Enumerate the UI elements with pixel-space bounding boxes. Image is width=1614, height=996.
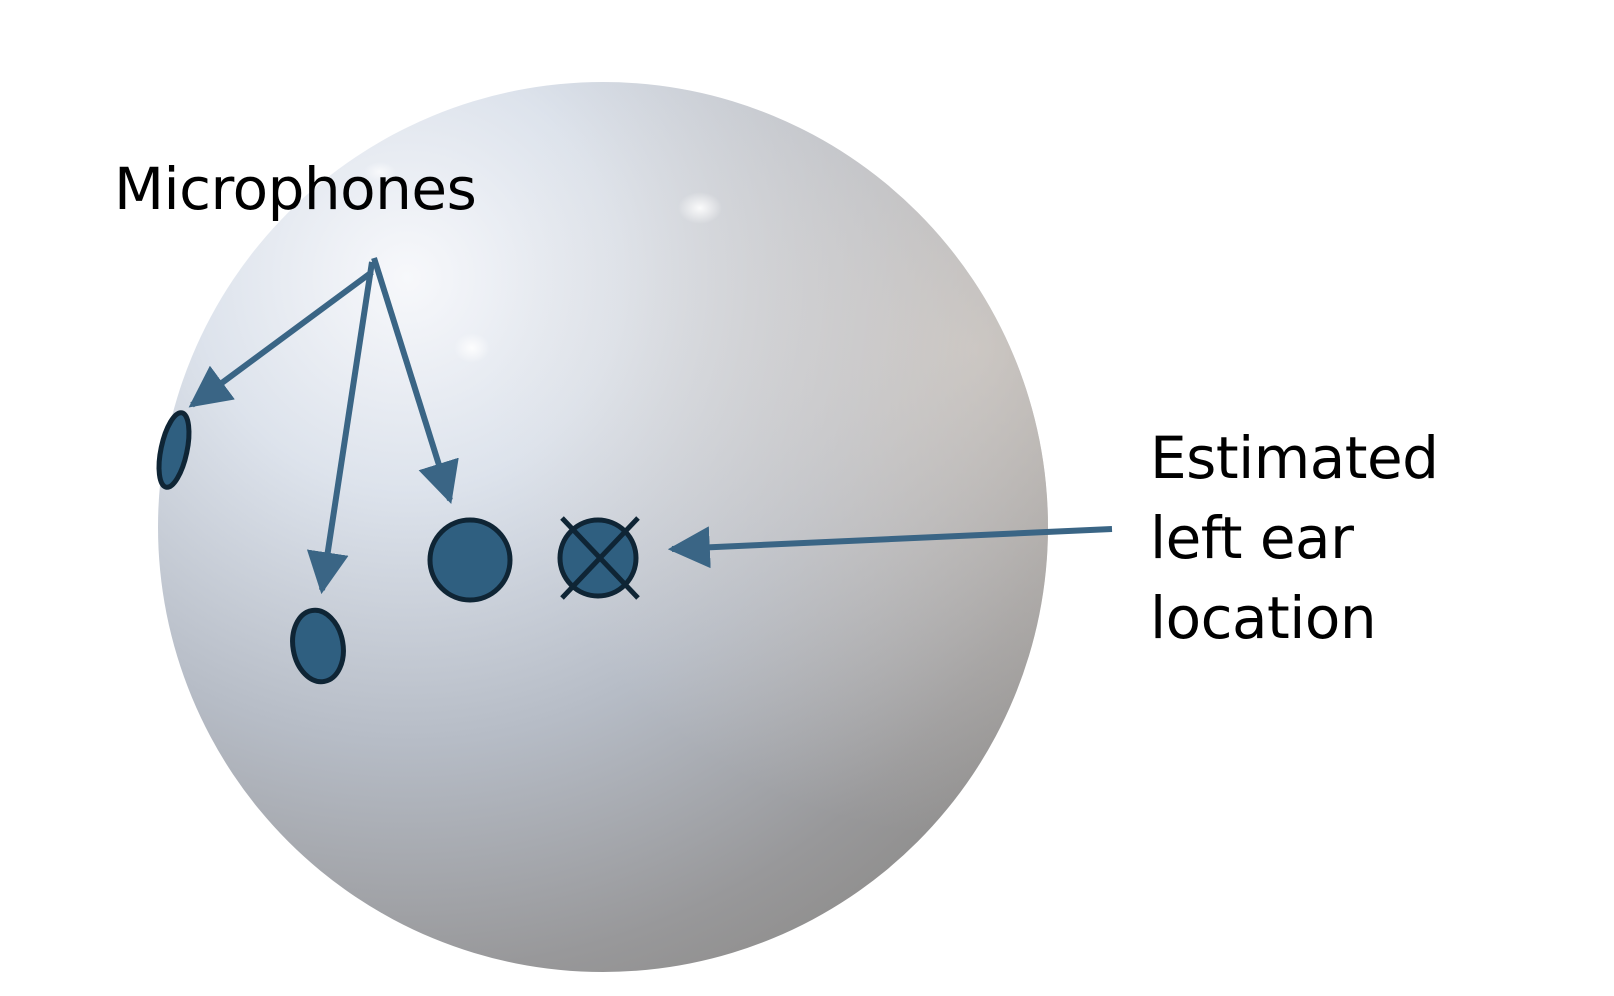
- microphone-marker-center: [427, 517, 513, 603]
- estimated-ear-marker: [557, 516, 640, 600]
- microphone-marker-left-edge: [156, 410, 192, 490]
- arrow-to-lower-mic: [306, 261, 375, 595]
- arrow-to-ear-marker: [667, 526, 1113, 569]
- estimated-ear-label-line2: left ear: [1150, 504, 1354, 572]
- microphone-arrows: [188, 257, 459, 595]
- microphone-markers: [156, 410, 513, 685]
- microphone-marker-lower: [290, 607, 346, 685]
- estimated-ear-label-line3: location: [1150, 584, 1377, 652]
- microphones-label: Microphones: [114, 155, 477, 223]
- arrow-to-left-mic: [188, 269, 374, 408]
- estimated-ear-label: Estimated left ear location: [1150, 418, 1439, 658]
- arrow-to-center-mic: [371, 257, 459, 505]
- estimated-ear-label-line1: Estimated: [1150, 424, 1439, 492]
